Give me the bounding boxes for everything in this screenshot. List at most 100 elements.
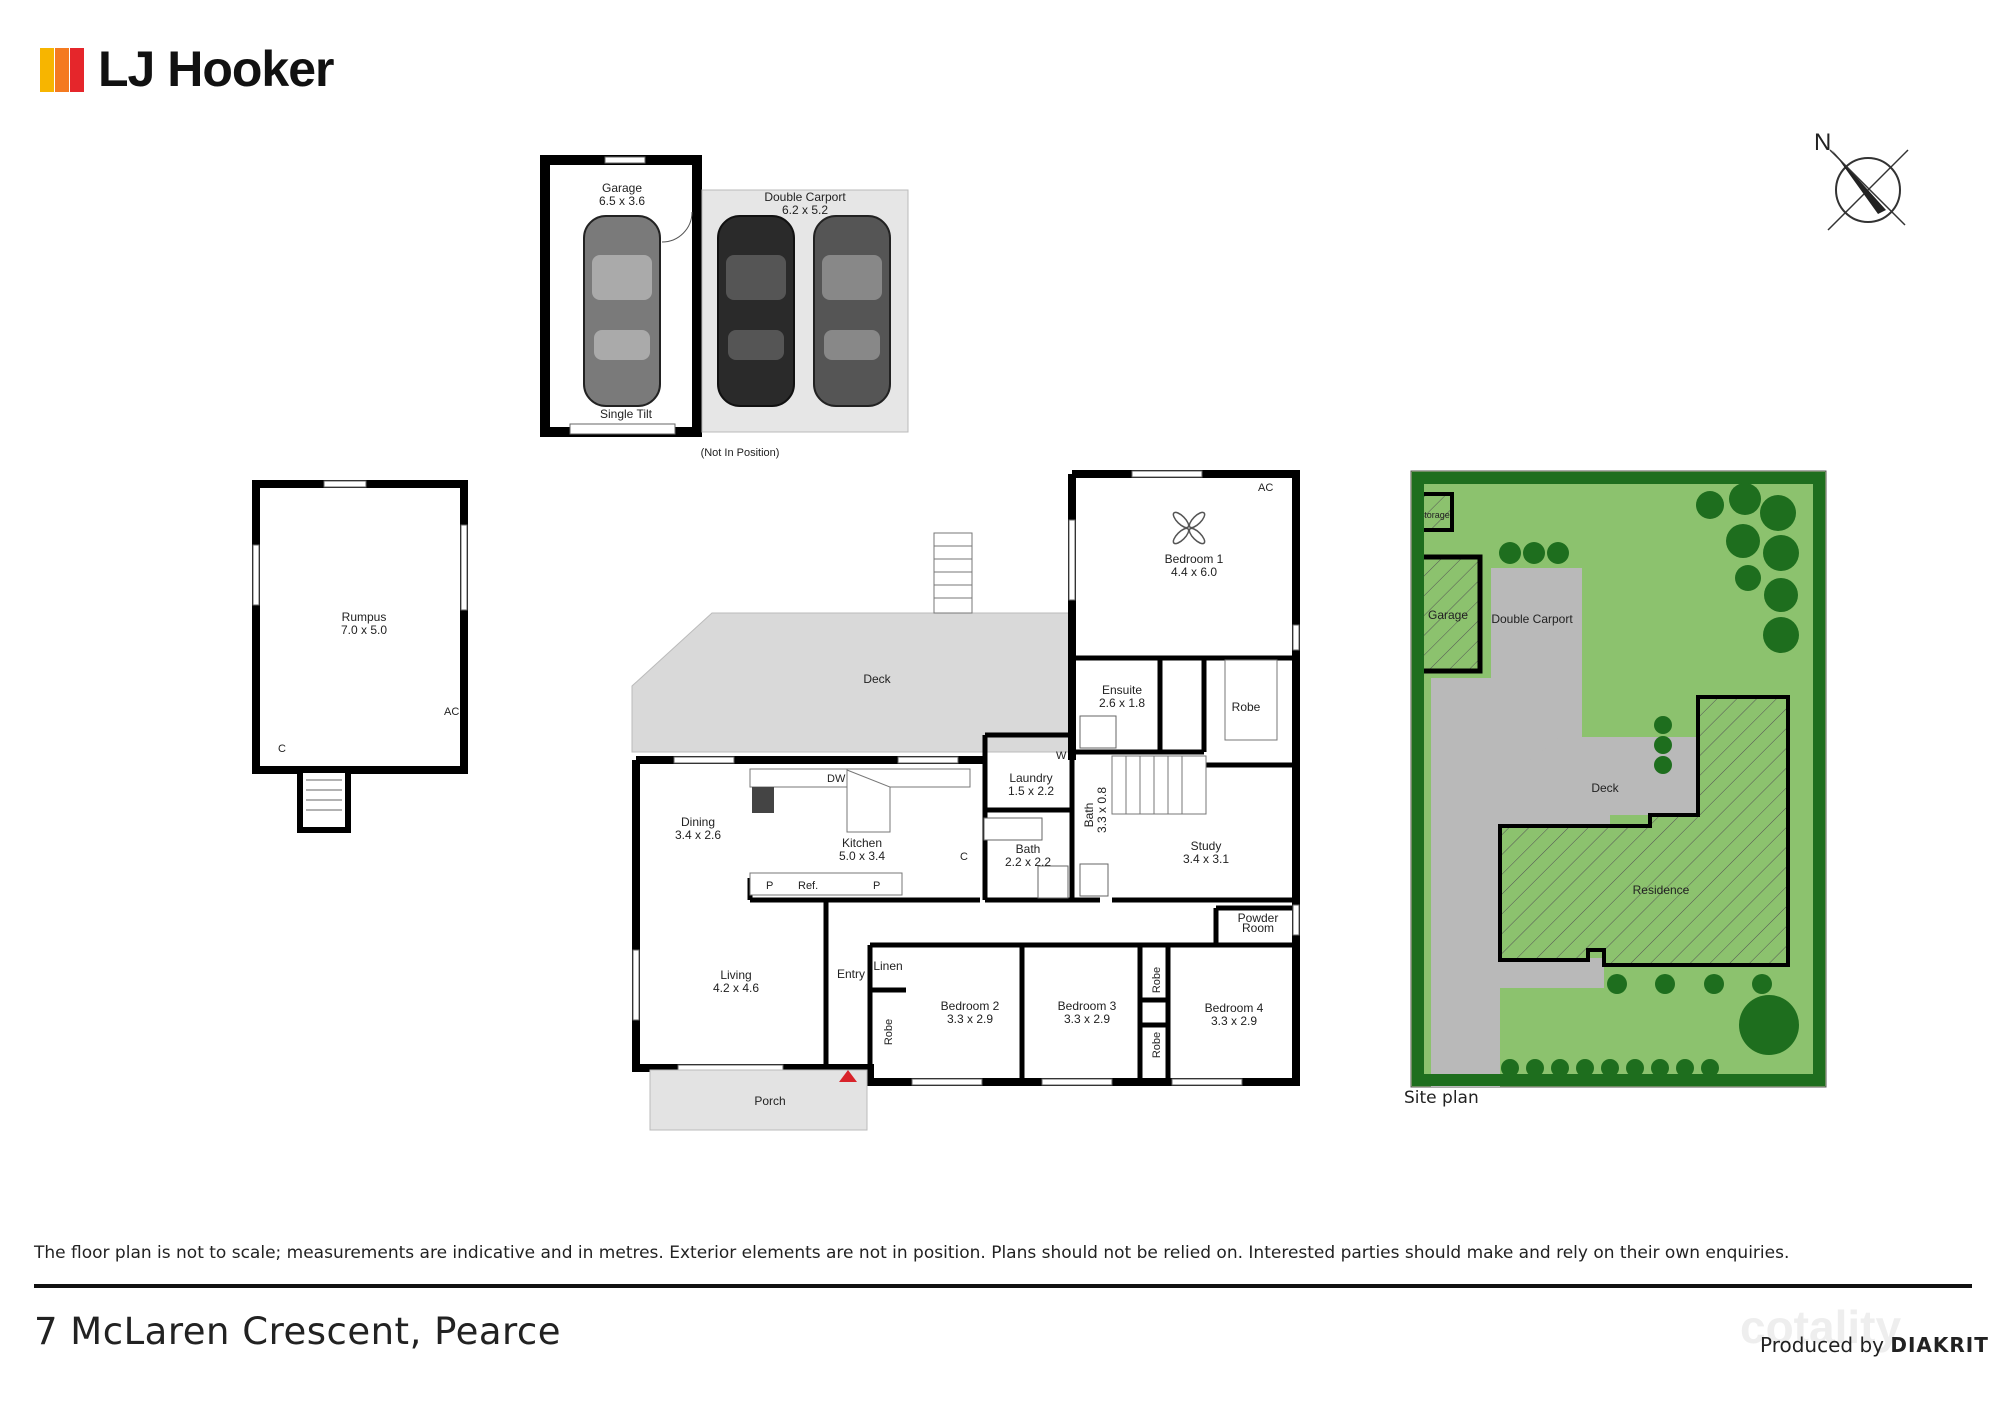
carport-label: Double Carport (764, 190, 846, 204)
rumpus-dims: 7.0 x 5.0 (341, 623, 387, 637)
bedroom4-label: Bedroom 4 (1205, 1001, 1264, 1015)
porch-label: Porch (754, 1094, 785, 1108)
garage-window (604, 156, 646, 164)
bath-dims: 2.2 x 2.2 (1005, 855, 1051, 869)
bathtub-icon (983, 817, 1043, 841)
brand-name: LJ Hooker (98, 41, 335, 97)
compass-icon (1827, 149, 1909, 231)
bedroom1-dims: 4.4 x 6.0 (1171, 565, 1217, 579)
site-storage-label: Storage (1418, 510, 1450, 520)
car-icon (717, 215, 795, 407)
compass-north-label: N (1814, 129, 1831, 156)
bedroom2-dims: 3.3 x 2.9 (947, 1012, 993, 1026)
pantry-label: P (873, 880, 880, 892)
garage-door-label: Single Tilt (600, 407, 653, 421)
garage-tilt-door (569, 423, 676, 435)
logo-bar-orange (55, 48, 69, 92)
property-address: 7 McLaren Crescent, Pearce (34, 1310, 562, 1353)
site-deck-label: Deck (1591, 781, 1619, 795)
kitchen-island (846, 769, 891, 833)
laundry-dims: 1.5 x 2.2 (1008, 784, 1054, 798)
kitchen-dims: 5.0 x 3.4 (839, 849, 885, 863)
site-plan-garage (1413, 554, 1483, 674)
powder-room-label-2: Room (1242, 921, 1274, 935)
rumpus-ac-label: AC (444, 706, 459, 718)
shower-icon (1037, 865, 1069, 899)
rumpus-cupboard-label: C (278, 743, 286, 755)
ensuite-label: Ensuite (1102, 683, 1142, 697)
rumpus-window (323, 480, 367, 488)
internal-stair-treads (1125, 756, 1183, 814)
robe-b1-label: Robe (1232, 700, 1261, 714)
garage-dims: 6.5 x 3.6 (599, 194, 645, 208)
porch-area (649, 1069, 868, 1131)
house-windows (632, 470, 1300, 1086)
car-icon (583, 215, 661, 407)
dining-label: Dining (681, 815, 715, 829)
entry-marker-icon (839, 1070, 857, 1082)
ensuite-dims: 2.6 x 1.8 (1099, 696, 1145, 710)
produced-by-company: DIAKRIT (1890, 1333, 1989, 1357)
deck-stairs (933, 532, 973, 614)
garage-label: Garage (602, 181, 642, 195)
deck-stair-treads (934, 545, 972, 599)
kitchen-pantry-bench (749, 872, 903, 896)
bath-small-dims: 3.3 x 0.8 (1095, 787, 1109, 833)
rumpus-label: Rumpus (342, 610, 387, 624)
site-plan-deck (1500, 737, 1700, 826)
bedroom3-label: Bedroom 3 (1058, 999, 1117, 1013)
site-plan-hedge (1412, 472, 1825, 1086)
ensuite-shower-icon (1079, 715, 1117, 749)
bath-label: Bath (1016, 842, 1041, 856)
internal-stairs (1111, 755, 1207, 815)
site-plan-path (1500, 958, 1604, 988)
bath-small-label: Bath (1082, 803, 1096, 828)
tree-icon (1499, 483, 1799, 1055)
study-dims: 3.4 x 3.1 (1183, 852, 1229, 866)
deck-label: Deck (863, 672, 891, 686)
site-garage-label: Garage (1428, 608, 1468, 622)
site-plan-caption: Site plan (1404, 1088, 1479, 1108)
robe-b1 (1224, 659, 1278, 741)
fridge-label: Ref. (798, 880, 818, 892)
cooktop-icon (752, 787, 774, 813)
hedge-bushes (1501, 1059, 1719, 1077)
shower-icon (1079, 863, 1109, 897)
bedroom1-label: Bedroom 1 (1165, 552, 1224, 566)
entry-label: Entry (837, 967, 865, 981)
cupboard-label: C (960, 851, 968, 863)
brand-logo (40, 48, 88, 92)
produced-by-prefix: Produced by (1760, 1333, 1884, 1357)
bedroom4-robe-label: Robe (1151, 967, 1163, 993)
dishwasher-label: DW (827, 773, 846, 785)
living-dims: 4.2 x 4.6 (713, 981, 759, 995)
bedroom2-label: Bedroom 2 (941, 999, 1000, 1013)
linen-label: Linen (873, 959, 902, 973)
watermark-logo: cotality (1740, 1301, 1902, 1353)
not-in-position-note: (Not In Position) (701, 447, 780, 459)
footer-divider (34, 1284, 1972, 1288)
bedroom3-dims: 3.3 x 2.9 (1064, 1012, 1110, 1026)
bedroom4-dims: 3.3 x 2.9 (1211, 1014, 1257, 1028)
rumpus-window (460, 524, 468, 611)
produced-by: Produced by DIAKRIT (1760, 1333, 1989, 1357)
disclaimer-text: The floor plan is not to scale; measurem… (34, 1243, 1790, 1263)
bedroom2-robe-label: Robe (883, 1019, 895, 1045)
rumpus-window (252, 544, 260, 606)
rumpus-stair-treads (306, 779, 342, 811)
pantry-label: P (766, 880, 773, 892)
dining-dims: 3.4 x 2.6 (675, 828, 721, 842)
car-icon (813, 215, 891, 407)
laundry-washer-label: W (1056, 750, 1067, 762)
carport-dims: 6.2 x 5.2 (782, 203, 828, 217)
laundry-label: Laundry (1009, 771, 1052, 785)
kitchen-label: Kitchen (842, 836, 882, 850)
site-residence-label: Residence (1633, 883, 1690, 897)
study-label: Study (1191, 839, 1222, 853)
deck-area (631, 612, 1073, 753)
site-carport-label: Double Carport (1491, 612, 1573, 626)
powder-room-label: Powder (1238, 911, 1279, 925)
bedroom1-ac-label: AC (1258, 482, 1273, 494)
site-plan-residence (1498, 695, 1790, 967)
ceiling-fan-icon (1172, 511, 1206, 545)
